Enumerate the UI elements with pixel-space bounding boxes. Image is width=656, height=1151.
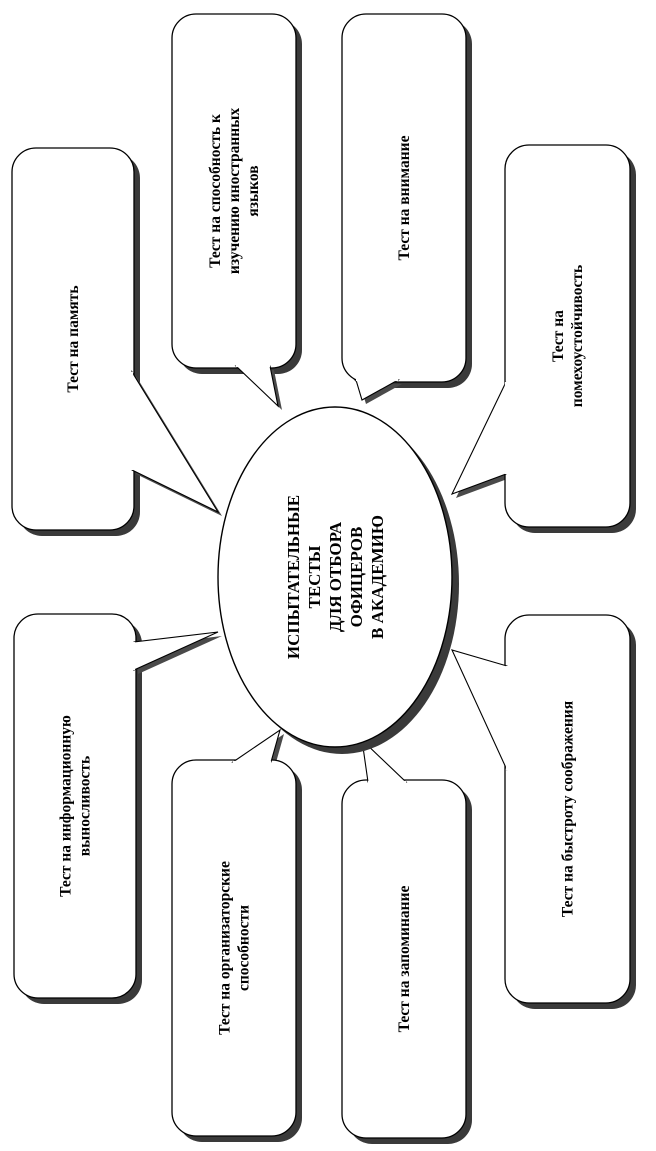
test-box-wit: Тест на быстроту соображения (450, 614, 636, 1009)
box-label-line: Тест на запоминание (396, 885, 413, 1032)
box-label-line: способности (236, 905, 253, 991)
box-text: Тест на запоминание (396, 885, 413, 1032)
box-label-line: Тест на способность к (207, 114, 224, 268)
connector-pointer (131, 370, 220, 514)
center-label-line: В АКАДЕМИЮ (368, 515, 387, 639)
connector-pointer (450, 649, 508, 771)
box-text: Тест на память (65, 285, 82, 392)
box-label-line: Тест на (550, 310, 567, 362)
center-label-line: ОФИЦЕРОВ (347, 527, 366, 628)
box-label-line: языков (245, 165, 262, 216)
center-ellipse (217, 406, 453, 748)
box-frame (171, 13, 297, 369)
test-box-attention: Тест на внимание (341, 13, 472, 404)
box-frame (341, 13, 467, 383)
center-label-line: ТЕСТЫ (305, 545, 324, 608)
connector-pointer (133, 631, 219, 671)
box-frame (504, 144, 631, 528)
box-text: Тест на внимание (396, 135, 413, 260)
center-label-line: ДЛЯ ОТБОРА (326, 521, 345, 632)
box-label-line: Тест на внимание (396, 135, 413, 260)
test-box-memory: Тест на память (11, 147, 222, 536)
connector-pointer (450, 381, 507, 495)
center-label-line: ИСПЫТАТЕЛЬНЫЕ (284, 495, 303, 659)
box-label-line: помехоустойчивость (569, 265, 586, 407)
box-label-line: Тест на информационную (58, 715, 75, 897)
box-frame (13, 613, 137, 999)
box-frame (171, 759, 297, 1137)
box-label-line: изучению иностранных (226, 108, 243, 274)
test-box-memorization: Тест на запоминание (341, 738, 472, 1144)
box-frame (11, 147, 135, 531)
box-label-line: выносливость (77, 756, 94, 856)
box-label-line: Тест на память (65, 285, 82, 392)
box-label-line: Тест на быстроту соображения (560, 701, 577, 917)
box-frame (504, 614, 631, 1004)
box-text: Тест на быстроту соображения (560, 701, 577, 917)
box-label-line: Тест на организаторские (217, 861, 234, 1035)
connector-pointer (234, 365, 279, 408)
